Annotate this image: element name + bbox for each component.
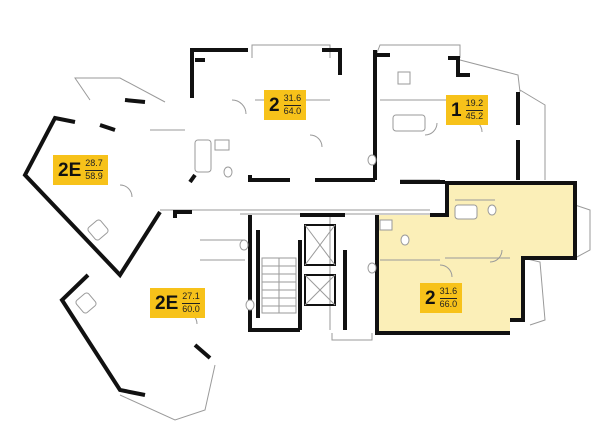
staircase (261, 257, 297, 314)
rooms-count: 2 (425, 287, 436, 309)
living-area: 31.6 (439, 286, 458, 299)
rooms-count: 2 (269, 94, 280, 116)
total-area: 64.0 (283, 105, 302, 116)
rooms-count: 2E (155, 292, 179, 314)
total-area: 45.2 (465, 110, 484, 121)
living-area: 27.1 (182, 291, 200, 304)
apartment-label-2e-left[interactable]: 2E 28.7 58.9 (53, 155, 108, 185)
rooms-count: 2E (58, 159, 82, 181)
total-area: 66.0 (439, 298, 458, 309)
apartment-label-2-selected[interactable]: 2 31.6 66.0 (420, 283, 463, 313)
living-area: 28.7 (85, 158, 103, 171)
total-area: 58.9 (85, 170, 103, 181)
rooms-count: 1 (451, 99, 462, 121)
apartment-label-2e-bottom[interactable]: 2E 27.1 60.0 (150, 288, 205, 318)
elevator-shafts (304, 224, 336, 306)
apartment-label-2-top[interactable]: 2 31.6 64.0 (264, 90, 307, 120)
living-area: 31.6 (283, 93, 302, 106)
living-area: 19.2 (465, 98, 484, 111)
bathroom-fixtures (75, 71, 497, 314)
apartment-label-1-top-right[interactable]: 1 19.2 45.2 (446, 95, 489, 125)
total-area: 60.0 (182, 303, 200, 314)
